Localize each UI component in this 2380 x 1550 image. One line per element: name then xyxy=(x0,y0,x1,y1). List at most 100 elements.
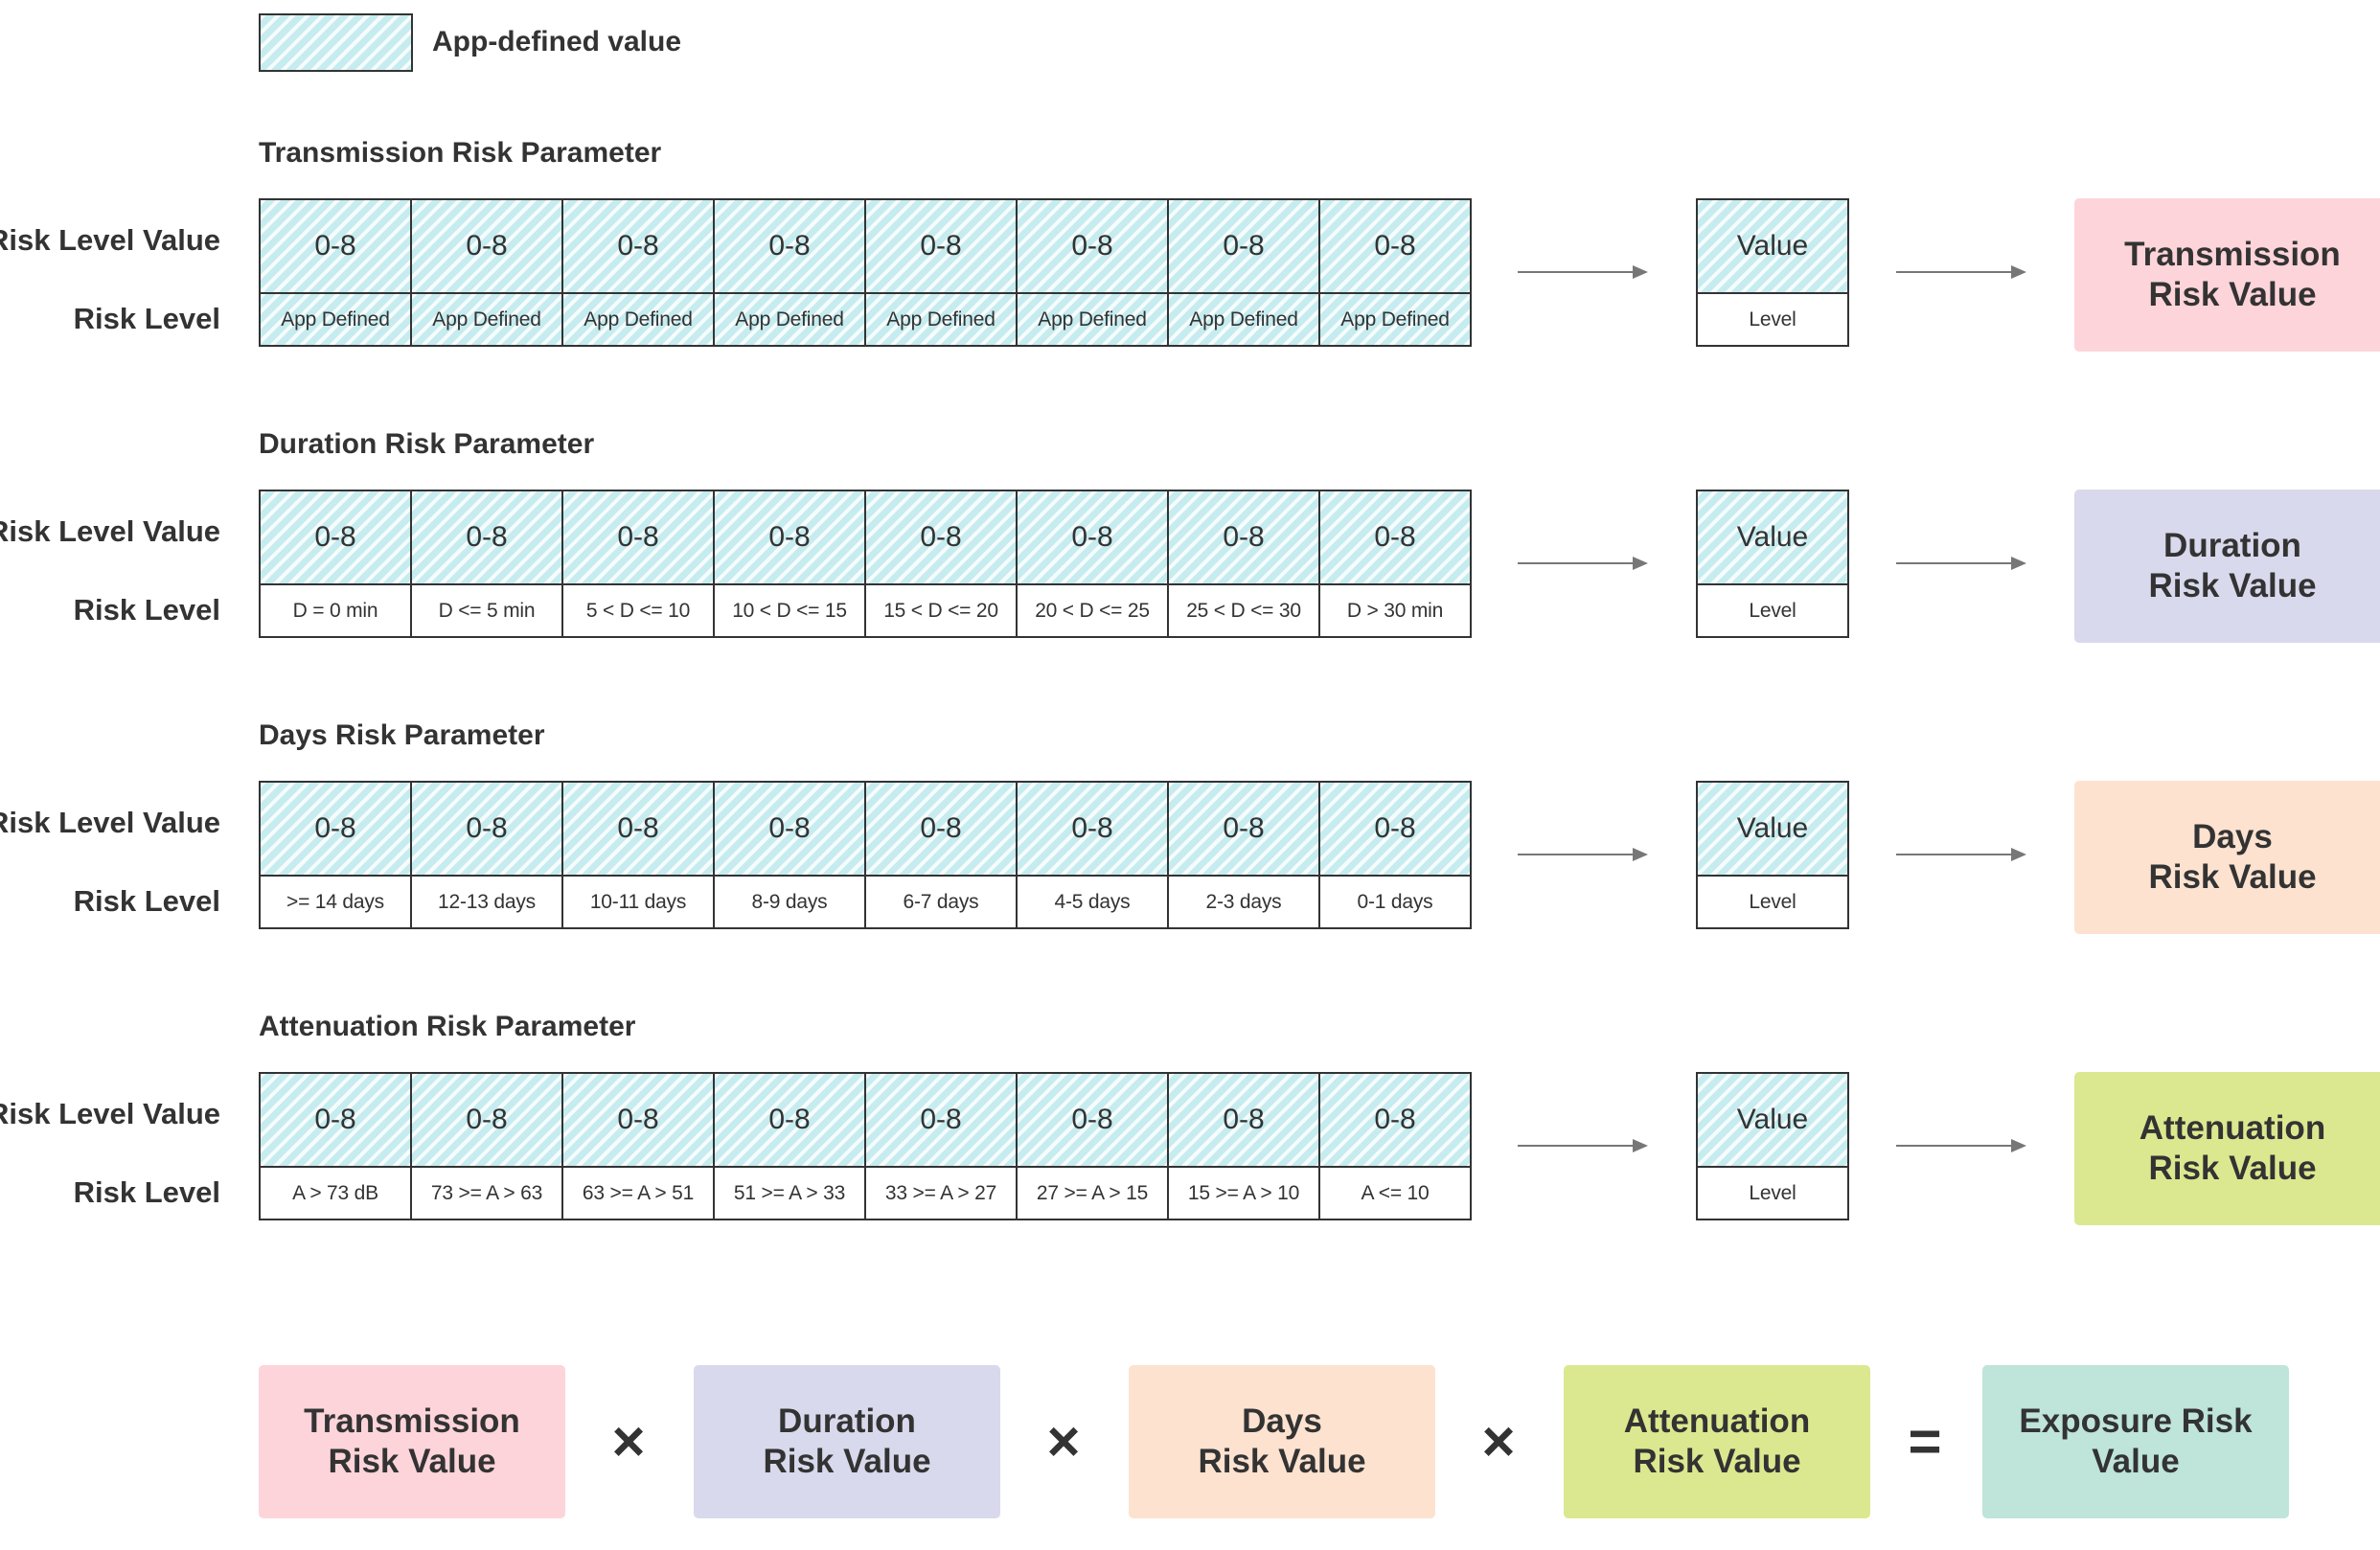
arrow-to-value xyxy=(1518,557,1648,570)
section-title: Duration Risk Parameter xyxy=(259,428,595,460)
risk-level-value-cell: 0-8 xyxy=(866,200,1016,294)
risk-level-value-cell: 0-8 xyxy=(1169,1074,1318,1168)
level-cell: Level xyxy=(1698,1168,1847,1219)
result-line-1: Attenuation xyxy=(2139,1109,2326,1147)
level-cell: Level xyxy=(1698,585,1847,636)
risk-level-value-cell: 0-8 xyxy=(261,783,410,877)
days-bucket-0: 0-8>= 14 days xyxy=(261,783,410,927)
section-title: Transmission Risk Parameter xyxy=(259,137,662,169)
duration-bucket-5: 0-8 20 < D <= 25 xyxy=(1016,491,1167,636)
risk-level-cell: 73 >= A > 63 xyxy=(430,1181,543,1204)
risk-level-cell: D <= 5 min xyxy=(438,599,536,622)
risk-level-cell: 10 < D <= 15 xyxy=(732,599,847,622)
risk-level-value-cell: 0-8 xyxy=(1018,491,1167,585)
arrow-to-result xyxy=(1896,1139,2026,1152)
term-line-1: Transmission xyxy=(304,1402,520,1440)
risk-level-cell: App Defined xyxy=(715,294,864,345)
risk-level-cell: App Defined xyxy=(1320,294,1470,345)
result-line-2: Value xyxy=(2092,1443,2180,1480)
risk-level-cell: D = 0 min xyxy=(292,599,378,622)
risk-level-value-cell: 0-8 xyxy=(715,783,864,877)
term-line-2: Risk Value xyxy=(328,1443,496,1480)
risk-level-cell: 8-9 days xyxy=(751,890,828,913)
result-line-1: Exposure Risk xyxy=(2019,1402,2253,1440)
risk-level-value-cell: 0-8 xyxy=(1169,200,1318,294)
risk-level-cell: 10-11 days xyxy=(589,890,687,913)
risk-level-value-cell: 0-8 xyxy=(1169,783,1318,877)
attenuation-bucket-1: 0-8 73 >= A > 63 xyxy=(410,1074,561,1219)
risk-level-label: Risk Level xyxy=(73,884,220,918)
arrow-to-result xyxy=(1896,848,2026,861)
risk-level-value-cell: 0-8 xyxy=(412,1074,561,1168)
risk-level-cell: 4-5 days xyxy=(1054,890,1131,913)
risk-level-cell: App Defined xyxy=(412,294,561,345)
term-line-2: Risk Value xyxy=(763,1443,931,1480)
risk-level-cell: 25 < D <= 30 xyxy=(1186,599,1301,622)
risk-level-cell: 2-3 days xyxy=(1205,890,1282,913)
risk-level-value-cell: 0-8 xyxy=(412,491,561,585)
result-line-2: Risk Value xyxy=(2148,276,2317,313)
risk-level-value-label: Risk Level Value xyxy=(0,1097,220,1130)
risk-level-cell: 20 < D <= 25 xyxy=(1035,599,1150,622)
term-line-1: Duration xyxy=(778,1402,916,1440)
result-line-1: Duration xyxy=(2163,527,2301,564)
risk-level-value-cell: 0-8 xyxy=(1169,491,1318,585)
risk-level-value-cell: 0-8 xyxy=(1018,200,1167,294)
duration-bucket-6: 0-8 25 < D <= 30 xyxy=(1167,491,1318,636)
term-line-1: Days xyxy=(1242,1402,1322,1440)
risk-level-cell: 0-1 days xyxy=(1357,890,1433,913)
risk-level-value-cell: 0-8 xyxy=(261,200,410,294)
risk-level-cell: 33 >= A > 27 xyxy=(884,1181,997,1204)
risk-level-value-label: Risk Level Value xyxy=(0,223,220,257)
arrow-to-value xyxy=(1518,265,1648,279)
days-bucket-7: 0-8 0-1 days xyxy=(1318,783,1470,927)
value-cell: Value xyxy=(1698,491,1847,585)
multiply-operator: × xyxy=(611,1409,646,1473)
duration-bucket-1: 0-8 D <= 5 min xyxy=(410,491,561,636)
arrow-to-result xyxy=(1896,557,2026,570)
result-line-2: Risk Value xyxy=(2148,1150,2317,1187)
risk-level-value-cell: 0-8 xyxy=(1320,783,1470,877)
risk-level-value-cell: 0-8 xyxy=(1018,1074,1167,1168)
legend-hatch-swatch xyxy=(259,13,413,72)
risk-level-value-cell: 0-8 xyxy=(563,1074,713,1168)
result-line-2: Risk Value xyxy=(2148,567,2317,604)
risk-level-cell: 51 >= A > 33 xyxy=(733,1181,846,1204)
risk-level-cell: 63 >= A > 51 xyxy=(582,1181,695,1204)
risk-level-value-label: Risk Level Value xyxy=(0,806,220,839)
risk-level-value-cell: 0-8 xyxy=(563,200,713,294)
risk-level-cell: App Defined xyxy=(261,294,410,345)
arrow-to-value xyxy=(1518,1139,1648,1152)
term-line-1: Attenuation xyxy=(1623,1402,1811,1440)
risk-level-value-cell: 0-8 xyxy=(866,1074,1016,1168)
risk-level-cell: App Defined xyxy=(1169,294,1318,345)
section-title: Attenuation Risk Parameter xyxy=(259,1011,636,1042)
risk-level-value-cell: 0-8 xyxy=(1320,200,1470,294)
